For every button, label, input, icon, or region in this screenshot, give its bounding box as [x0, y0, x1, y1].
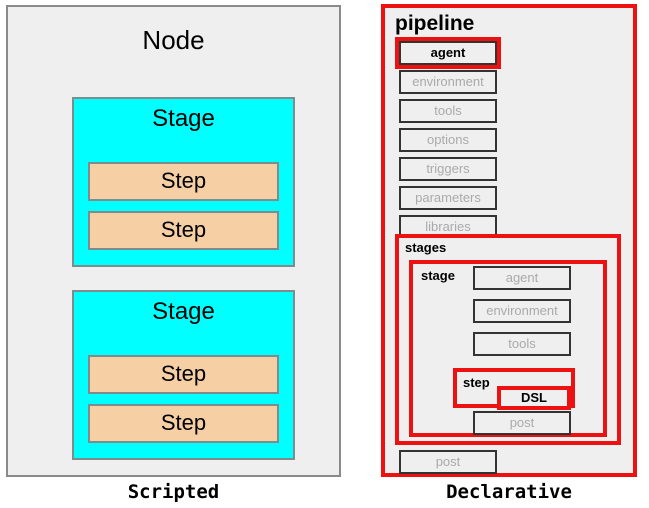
step-label: Step: [160, 410, 207, 435]
scripted-step-block: Step: [88, 211, 279, 250]
directive-stages[interactable]: stages stage agent environment tools ste…: [395, 234, 621, 445]
stage-label: Stage: [152, 298, 215, 325]
scripted-stage-block: Stage Step Step: [72, 97, 295, 267]
caption-declarative: Declarative: [446, 481, 572, 503]
directive-post[interactable]: post: [399, 450, 497, 474]
stage-directive-post[interactable]: post: [473, 411, 571, 435]
scripted-pipeline-panel: Node Stage Step Step Stage Step Step: [6, 5, 341, 477]
stage-label: stage: [421, 268, 455, 283]
caption-scripted: Scripted: [127, 481, 220, 503]
dsl-block[interactable]: DSL: [497, 386, 571, 410]
step-label: step: [463, 375, 490, 390]
scripted-stage-block: Stage Step Step: [72, 290, 295, 460]
stages-label: stages: [405, 240, 447, 255]
declarative-pipeline-panel: pipeline agent environment tools options…: [381, 4, 637, 477]
scripted-step-block: Step: [88, 355, 279, 394]
directive-environment[interactable]: environment: [399, 70, 497, 94]
stage-label: Stage: [152, 105, 215, 132]
step-label: Step: [160, 217, 207, 242]
directive-tools[interactable]: tools: [399, 99, 497, 123]
directive-agent[interactable]: agent: [399, 41, 497, 65]
stage-directive-step[interactable]: step DSL: [453, 368, 575, 410]
directive-options[interactable]: options: [399, 128, 497, 152]
step-label: Step: [160, 361, 207, 386]
highlight-ring-agent: [395, 37, 501, 69]
directive-triggers[interactable]: triggers: [399, 157, 497, 181]
directive-stage[interactable]: stage agent environment tools step DSL p…: [409, 260, 607, 437]
scripted-step-block: Step: [88, 404, 279, 443]
directive-parameters[interactable]: parameters: [399, 186, 497, 210]
stage-directive-agent[interactable]: agent: [473, 266, 571, 290]
scripted-step-block: Step: [88, 162, 279, 201]
stage-directive-environment[interactable]: environment: [473, 299, 571, 323]
step-label: Step: [160, 168, 207, 193]
pipeline-title: pipeline: [395, 12, 475, 35]
stage-directive-tools[interactable]: tools: [473, 332, 571, 356]
node-title: Node: [142, 25, 205, 55]
